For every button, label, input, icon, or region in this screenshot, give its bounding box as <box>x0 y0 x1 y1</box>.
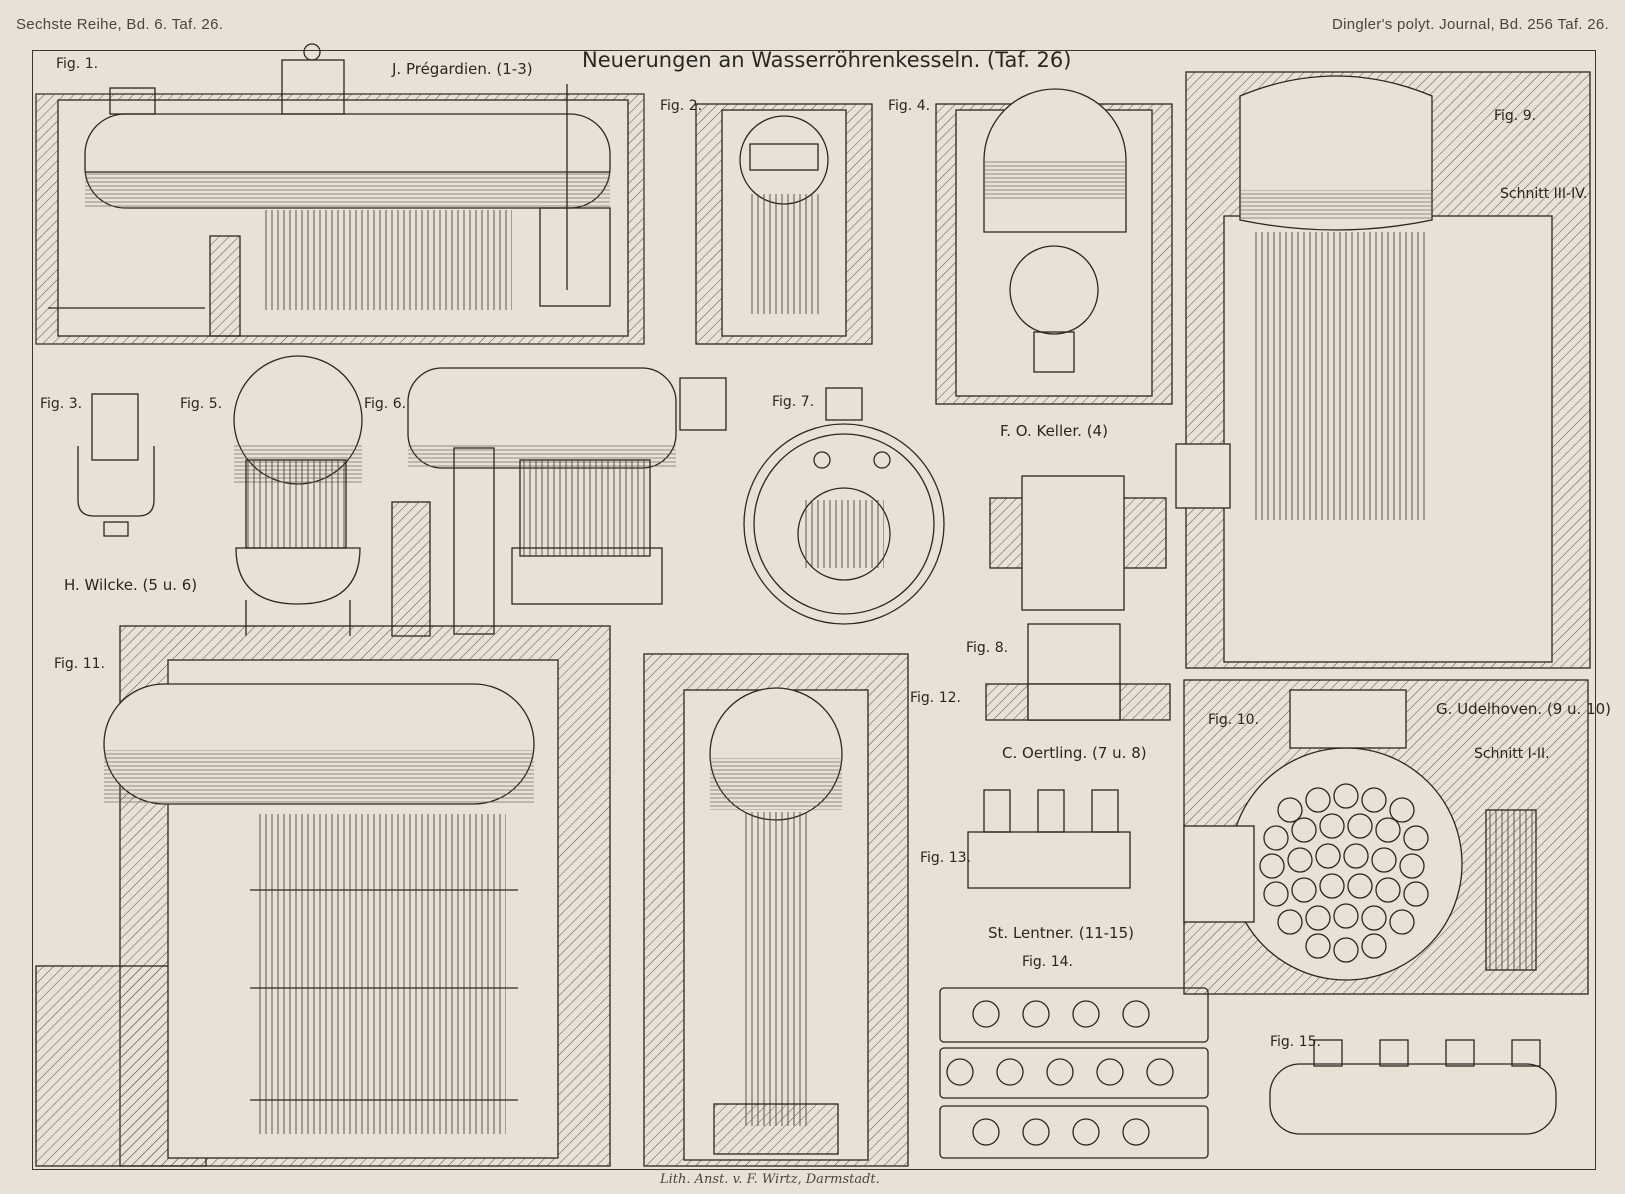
fig12-drawing <box>643 653 909 1167</box>
fig11-label: Fig. 11. <box>54 656 105 672</box>
fig8-drawing <box>985 475 1171 721</box>
author-wilcke: H. Wilcke. (5 u. 6) <box>64 576 198 594</box>
fig13-label: Fig. 13. <box>920 850 971 866</box>
section-label-III-IV: Schnitt III-IV. <box>1500 186 1588 202</box>
fig10-label: Fig. 10. <box>1208 712 1259 728</box>
fig1-label: Fig. 1. <box>56 56 99 72</box>
fig2-drawing <box>695 103 873 345</box>
fig4-label: Fig. 4. <box>888 98 931 114</box>
fig5-drawing <box>233 355 363 636</box>
author-udelhoven: G. Udelhoven. (9 u. 10) <box>1436 700 1612 718</box>
fig8-label: Fig. 8. <box>966 640 1009 656</box>
fig4-drawing <box>935 88 1173 405</box>
author-pregardien: J. Prégardien. (1-3) <box>392 60 533 78</box>
section-label-I-II: Schnitt I-II. <box>1474 746 1550 762</box>
plate-frame <box>32 50 1596 1170</box>
fig12-label: Fig. 12. <box>910 690 961 706</box>
journal-header: Dingler's polyt. Journal, Bd. 256 Taf. 2… <box>1331 16 1609 33</box>
plate-title: Neuerungen an Wasserröhrenkesseln. (Taf.… <box>582 48 1072 72</box>
fig14-drawing <box>939 987 1209 1159</box>
fig7-label: Fig. 7. <box>772 394 815 410</box>
fig7-drawing <box>743 387 945 625</box>
fig11-drawing <box>35 625 611 1167</box>
lithographer-credit: Lith. Anst. v. F. Wirtz, Darmstadt. <box>660 1172 880 1187</box>
author-lentner: St. Lentner. (11-15) <box>988 924 1135 942</box>
fig15-drawing <box>1269 1039 1557 1135</box>
fig9-label: Fig. 9. <box>1494 108 1537 124</box>
fig6-drawing <box>391 367 727 637</box>
plate-series-header: Sechste Reihe, Bd. 6. Taf. 26. <box>16 16 224 33</box>
fig10-drawing <box>1183 679 1589 995</box>
fig14-label: Fig. 14. <box>1022 954 1073 970</box>
fig10-tube-grid <box>1259 783 1429 963</box>
author-keller: F. O. Keller. (4) <box>1000 422 1108 440</box>
fig13-drawing <box>967 789 1131 889</box>
author-oertling: C. Oertling. (7 u. 8) <box>1002 744 1147 762</box>
fig1-tube-bank <box>262 210 512 310</box>
fig3-drawing <box>77 393 155 537</box>
fig2-label: Fig. 2. <box>660 98 703 114</box>
fig1-drawing <box>35 43 645 345</box>
fig3-label: Fig. 3. <box>40 396 83 412</box>
fig15-label: Fig. 15. <box>1270 1034 1321 1050</box>
fig5-label: Fig. 5. <box>180 396 223 412</box>
fig9-drawing <box>1175 71 1591 669</box>
fig6-label: Fig. 6. <box>364 396 407 412</box>
